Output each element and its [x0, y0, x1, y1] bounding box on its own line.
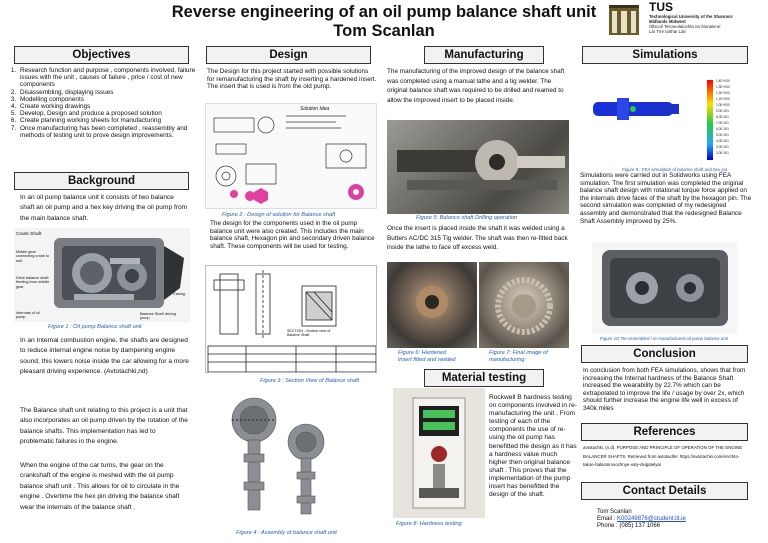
- objective-item: Modelling components: [18, 96, 196, 103]
- background-paragraph-3: When the engine of the car turns, the ge…: [20, 462, 180, 511]
- figure-6-caption: Figure 6: Hardened insert fitted and wel…: [398, 350, 456, 363]
- objective-item: Create planning working sheets for manuf…: [18, 117, 196, 124]
- figure-10-caption: Figure 10: Re-assembled / re-manufacture…: [600, 336, 728, 341]
- hardened-insert-image: [387, 262, 477, 348]
- oil-pump-unit-image: [14, 228, 190, 322]
- figure-1-caption: Figure 1 : Oil pump Balance shaft unit: [48, 324, 142, 330]
- contact-email-row: Email : K00249876@student.lit.ie: [597, 516, 686, 523]
- fea-simulation-image: [579, 70, 749, 166]
- background-paragraph-1: In an Internal combustion engine, the sh…: [20, 337, 189, 376]
- simulations-heading: Simulations: [582, 46, 748, 64]
- figure-7-caption: Figure 7: Final image of manufacturing: [489, 350, 548, 363]
- design-paragraph-1: The Design for this project started with…: [207, 68, 377, 91]
- label-balance-shaft-pump: Balance Shaft driving pump: [140, 312, 176, 321]
- label-crank-shaft: Crank Shaft: [16, 232, 42, 237]
- sketch-title: Solution Idea: [300, 106, 330, 112]
- figure-8-caption: Figure 8: Hardness testing: [396, 521, 462, 527]
- contact-heading: Contact Details: [581, 482, 748, 500]
- conclusion-heading: Conclusion: [581, 345, 748, 363]
- objective-item: Disassembling, displaying issues: [18, 89, 196, 96]
- design-sketch-image: [205, 103, 377, 209]
- contact-phone: Phone : (085) 137 1066: [597, 523, 661, 529]
- hardness-testing-image: [393, 388, 485, 518]
- label-middle-gear: Middle gear connecting crank to unit: [16, 250, 49, 263]
- objectives-heading: Objectives: [14, 46, 189, 64]
- objective-item: Research function and purpose , componen…: [18, 67, 196, 89]
- logo-line2: Midlands Midwest: [649, 19, 686, 24]
- logo-line1: Technological University of the Shannon:: [649, 14, 734, 19]
- material-testing-heading: Material testing: [424, 369, 544, 387]
- objective-item: Create working drawings: [18, 103, 196, 110]
- contact-email-label: Email :: [597, 516, 616, 522]
- background-heading: Background: [14, 172, 189, 190]
- design-paragraph-2: The design for the components used in th…: [210, 220, 375, 250]
- background-intro: In an oil pump balance unit it consists …: [20, 194, 188, 222]
- fea-legend-ticks: 1.4E+000 1.3E+000 1.2E+000 1.1E+000 1.0E…: [716, 79, 730, 155]
- manufacturing-paragraph-2: Once the insert is placed inside the sha…: [387, 225, 568, 252]
- balance-shaft-assembly-image: [206, 392, 378, 522]
- manufacturing-paragraph-1: The manufacturing of the improved design…: [387, 68, 565, 104]
- logo-abbr: TUS: [649, 0, 673, 14]
- references-text: avtotachki. (n.d). PURPOSE AND PRINCIPLE…: [583, 445, 743, 468]
- label-pump-internals: Internals of oil pump: [16, 311, 40, 320]
- label-drive-shaft: Drive balance shaft feeding from middle …: [16, 276, 50, 289]
- figure-5-caption: Figure 5: Balance shaft Drilling operati…: [416, 215, 518, 221]
- logo-line4: Lár Tíre Iarthar Láir: [649, 29, 686, 34]
- section-view-drawing: [205, 265, 377, 373]
- design-heading: Design: [206, 46, 371, 64]
- objective-item: Develop, Design and produce a proposed s…: [18, 110, 196, 117]
- university-logo: [607, 3, 641, 37]
- drilling-operation-image: [387, 120, 569, 214]
- testing-paragraph: Rockwell B hardness testing on component…: [489, 394, 577, 499]
- conclusion-paragraph: In conclusion from both FEA simulations,…: [583, 367, 746, 412]
- poster-title: Reverse engineering of an oil pump balan…: [171, 3, 597, 21]
- logo-line3: Ollscoil Teicneolaíochta na Sionainne:: [649, 24, 722, 29]
- manufacturing-heading: Manufacturing: [424, 46, 544, 64]
- simulations-paragraph: Simulations were carried out in Solidwor…: [580, 172, 752, 225]
- contact-name: Tom Scanlan: [597, 509, 632, 515]
- objectives-list: Research function and purpose , componen…: [6, 67, 196, 139]
- figure-3-caption: Figure 3 : Section View of Balance shaft: [260, 378, 360, 384]
- contact-email-link[interactable]: K00249876@student.lit.ie: [617, 516, 686, 522]
- section-label: SECTION - Section view of Balance Shaft: [287, 329, 331, 338]
- background-paragraph-2: The Balance shaft unit relating to this …: [20, 407, 188, 446]
- objective-item: Once manufacturing has been completed , …: [18, 125, 196, 139]
- references-heading: References: [581, 423, 748, 441]
- figure-2-caption: Figure 2 : Design of solution for Balanc…: [222, 212, 336, 218]
- reassembled-unit-image: [592, 242, 738, 334]
- figure-9-caption: Figure 9 : FEA simulation of balance sha…: [622, 167, 728, 172]
- figure-4-caption: Figure 4 : Assembly of balance shaft uni…: [236, 530, 337, 536]
- final-manufacturing-image: [479, 262, 569, 348]
- author-name: Tom Scanlan: [333, 22, 435, 40]
- label-casing: Casing: [173, 292, 185, 296]
